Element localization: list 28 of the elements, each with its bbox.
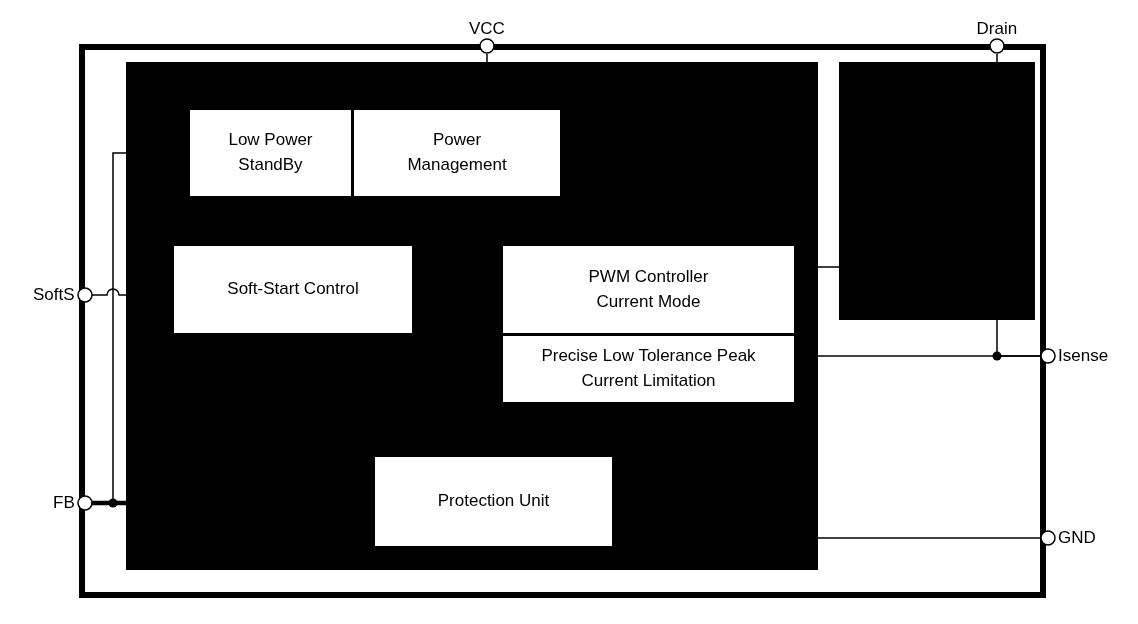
pin-label: SoftS — [33, 285, 75, 305]
package-outline — [79, 44, 1046, 598]
function-block: Precise Low Tolerance Peak Current Limitation — [503, 336, 794, 402]
wire — [996, 319, 1042, 357]
wire — [817, 266, 840, 268]
pin — [33, 285, 93, 305]
pin — [976, 19, 1018, 54]
wire — [817, 537, 1042, 539]
pin — [53, 493, 93, 513]
wire — [91, 288, 127, 296]
function-block: PWM Controller Current Mode — [503, 246, 794, 333]
function-block: Protection Unit — [375, 457, 612, 546]
pin — [1040, 346, 1109, 366]
pin-label: Isense — [1058, 346, 1109, 366]
wire — [486, 53, 488, 63]
pin-label: FB — [53, 493, 75, 513]
pin-label: Drain — [976, 19, 1018, 39]
pin — [469, 19, 505, 54]
wire — [996, 53, 998, 63]
function-block: Soft-Start Control — [174, 246, 412, 333]
pin — [1040, 528, 1096, 548]
wire — [92, 500, 126, 506]
function-block: Low Power StandBy — [190, 110, 351, 196]
circuit-block — [126, 62, 818, 570]
circuit-block — [839, 62, 1035, 320]
pin-label: GND — [1058, 528, 1096, 548]
function-block: Power Management — [354, 110, 560, 196]
pin-label: VCC — [469, 19, 505, 39]
